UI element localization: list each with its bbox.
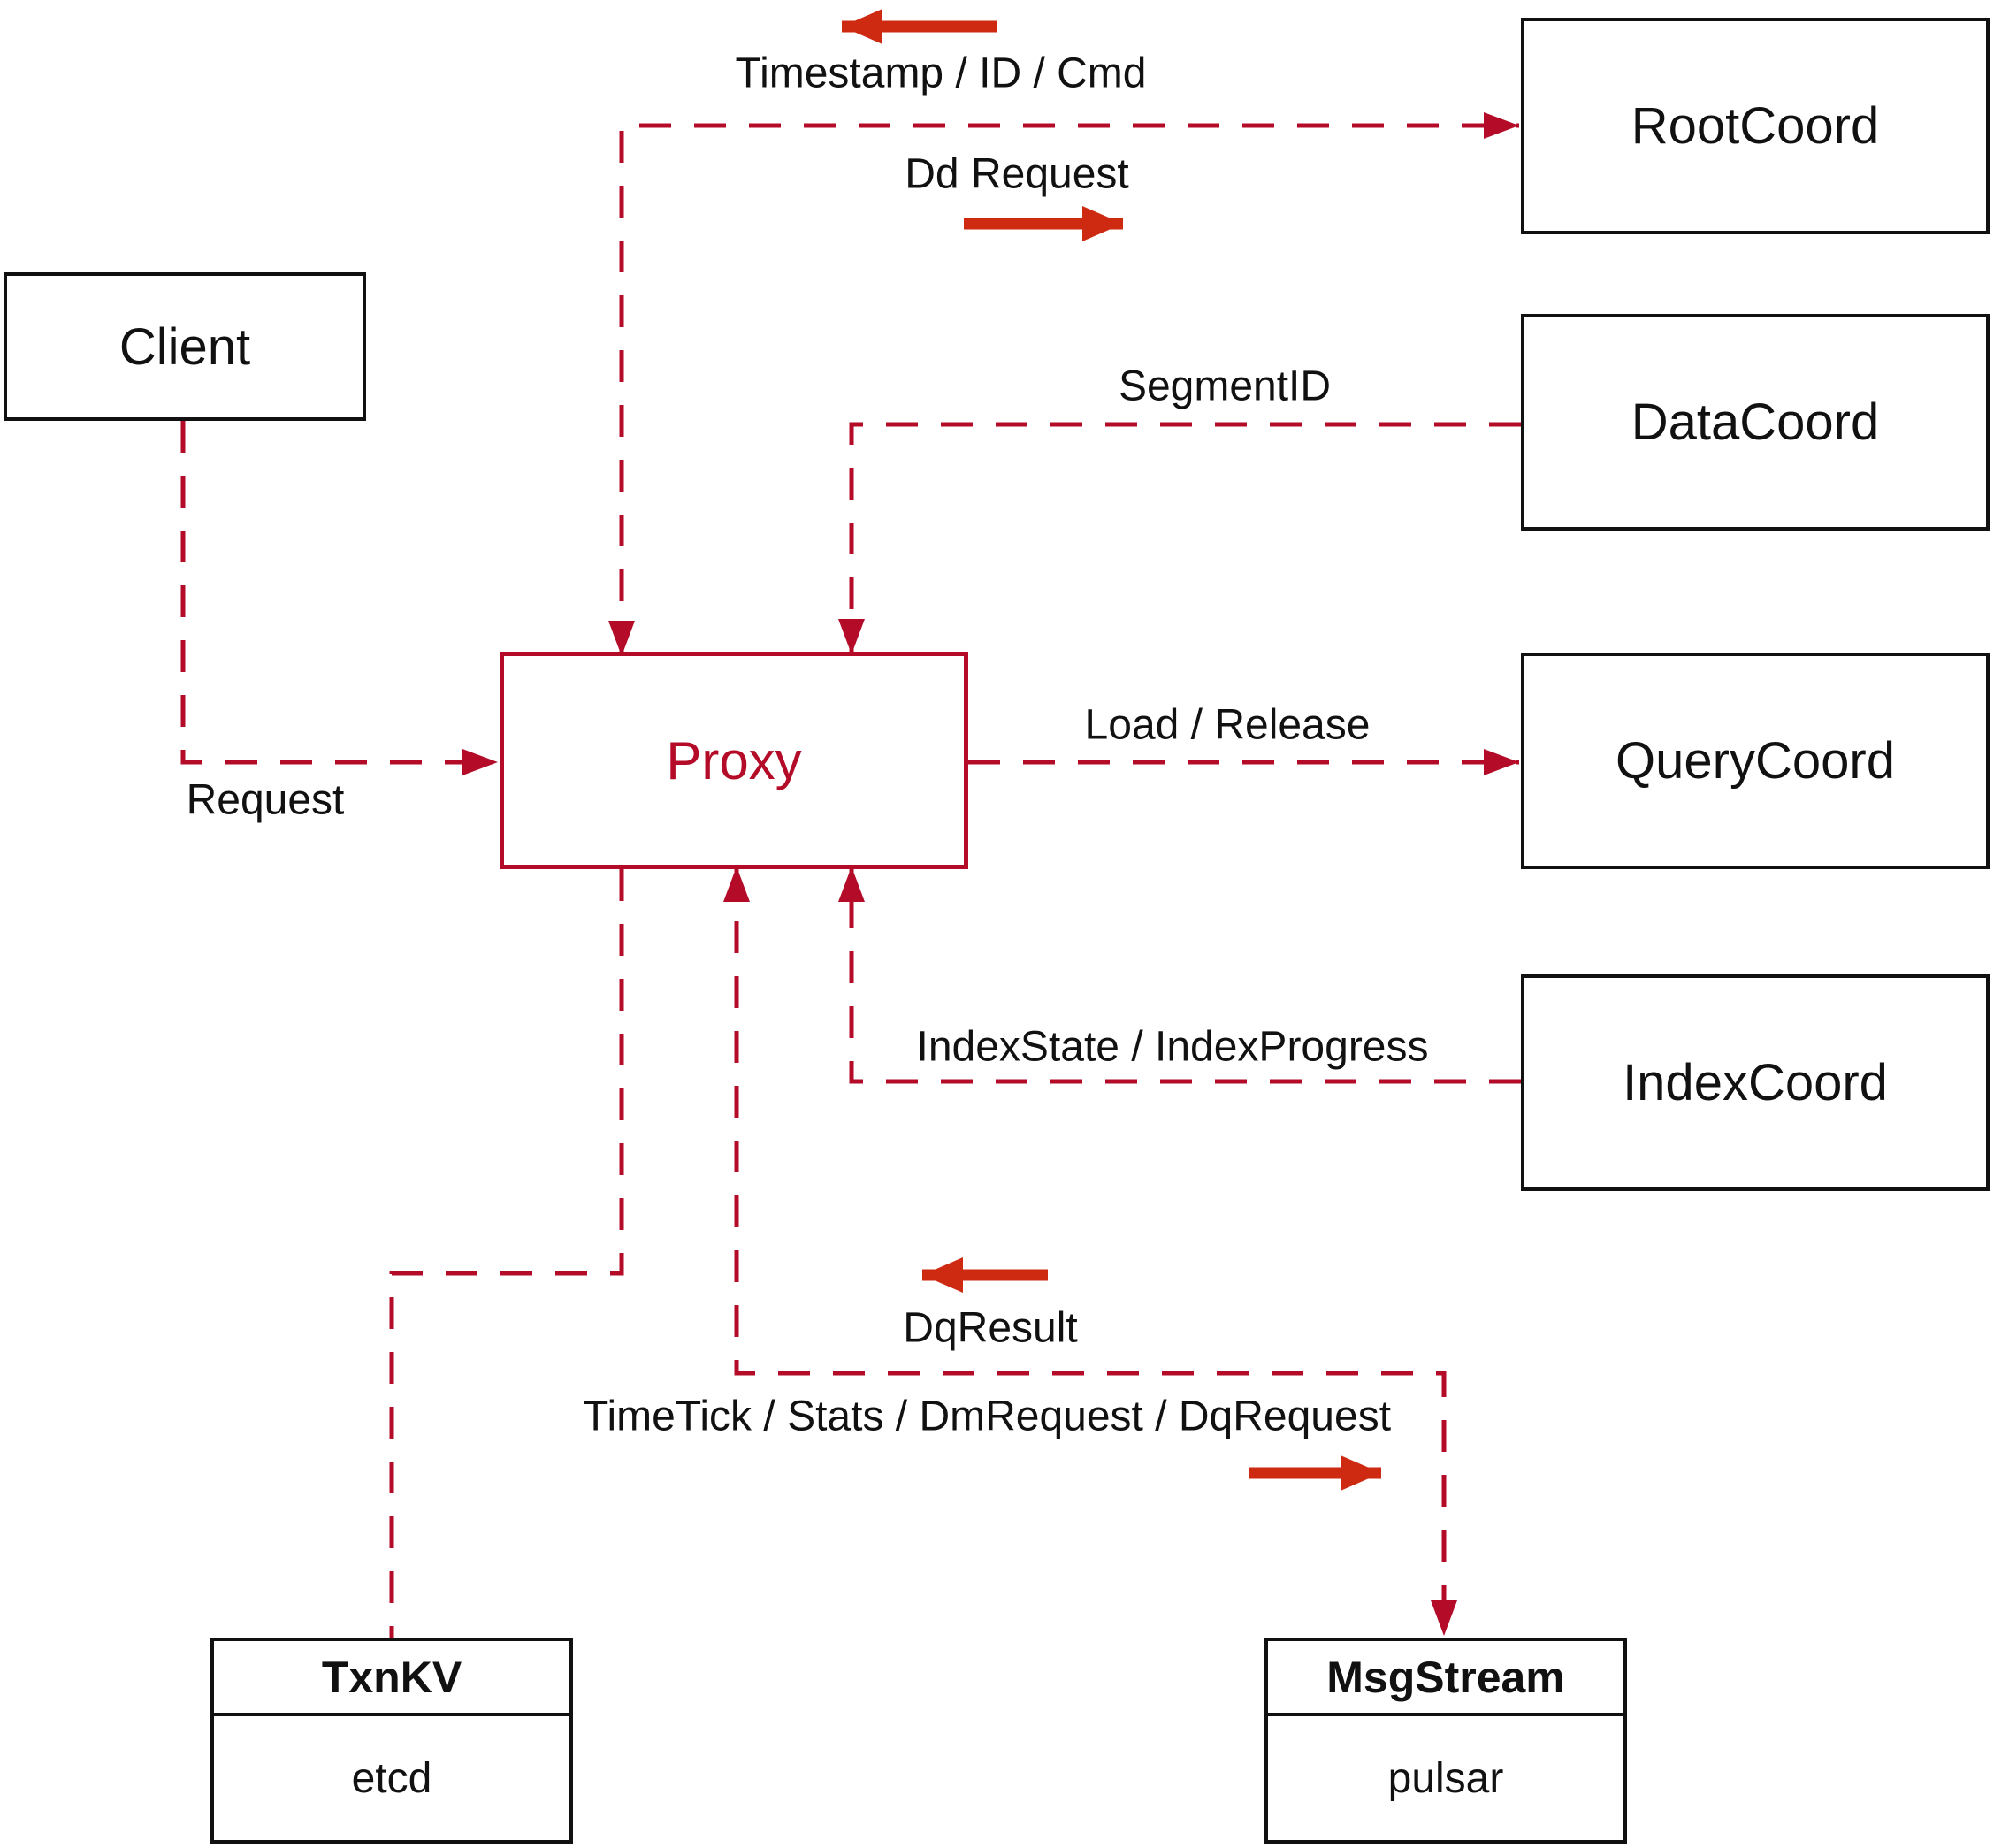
node-txnkv: TxnKV etcd xyxy=(210,1638,573,1844)
label-timetick-stats-dmrequest-dqrequest: TimeTick / Stats / DmRequest / DqRequest xyxy=(582,1393,1392,1440)
edge-proxy-rootcoord-timestamp xyxy=(608,112,1519,656)
msgstream-title: MsgStream xyxy=(1268,1641,1623,1716)
label-dqresult: DqResult xyxy=(903,1304,1078,1352)
node-datacoord-label: DataCoord xyxy=(1631,393,1880,451)
msgstream-value: pulsar xyxy=(1387,1754,1504,1802)
label-load-release: Load / Release xyxy=(1084,701,1371,749)
label-timestamp-id-cmd: Timestamp / ID / Cmd xyxy=(735,50,1147,97)
node-indexcoord: IndexCoord xyxy=(1521,974,1990,1191)
edge-proxy-msgstream xyxy=(723,867,1457,1636)
node-msgstream: MsgStream pulsar xyxy=(1264,1638,1627,1844)
node-client: Client xyxy=(4,272,366,421)
label-request: Request xyxy=(186,776,345,824)
node-client-label: Client xyxy=(118,317,251,376)
node-rootcoord: RootCoord xyxy=(1521,18,1990,234)
node-indexcoord-label: IndexCoord xyxy=(1623,1054,1888,1111)
node-proxy-label: Proxy xyxy=(666,730,802,790)
edge-datacoord-to-proxy-segmentid xyxy=(838,422,1521,654)
node-querycoord: QueryCoord xyxy=(1521,653,1990,869)
node-rootcoord-label: RootCoord xyxy=(1631,97,1880,155)
node-proxy: Proxy xyxy=(500,652,968,869)
txnkv-title: TxnKV xyxy=(214,1641,569,1716)
label-indexstate-indexprogress: IndexState / IndexProgress xyxy=(916,1023,1429,1071)
label-segmentid: SegmentID xyxy=(1118,363,1332,410)
node-datacoord: DataCoord xyxy=(1521,314,1990,531)
label-dd-request: Dd Request xyxy=(905,150,1129,198)
txnkv-value: etcd xyxy=(351,1754,432,1802)
edge-client-to-proxy-request xyxy=(180,421,498,775)
edge-proxy-to-txnkv xyxy=(389,869,624,1638)
node-querycoord-label: QueryCoord xyxy=(1616,732,1895,790)
